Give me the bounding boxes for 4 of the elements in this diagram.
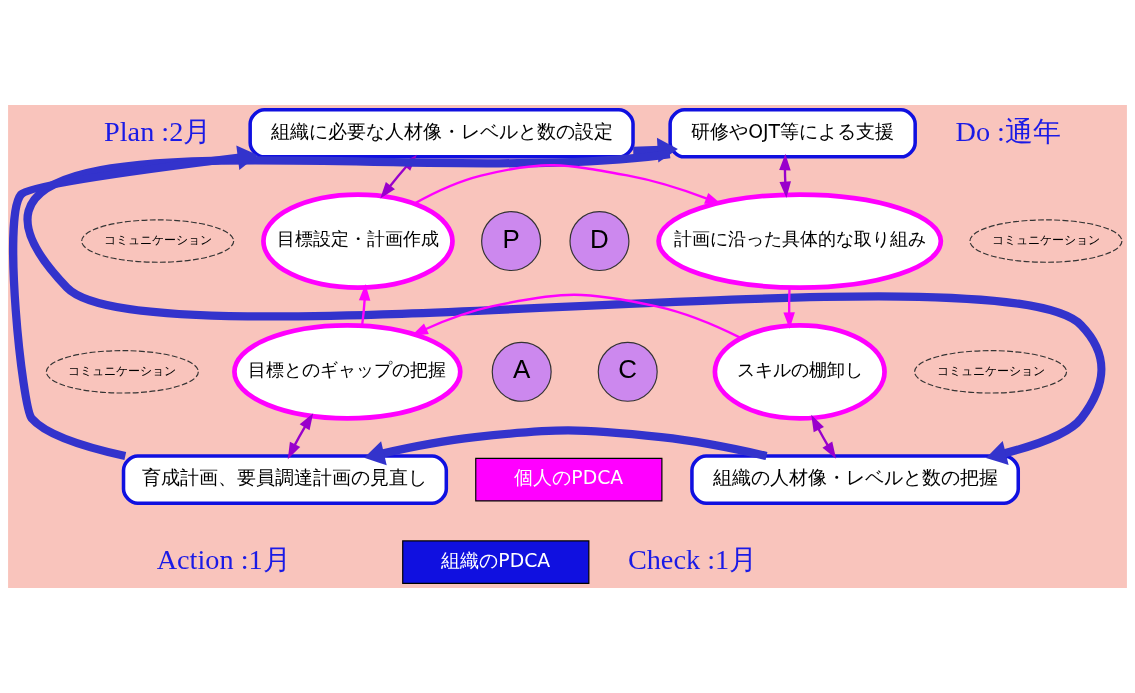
label: Check :1月: [627, 544, 758, 576]
label: Plan :2月: [104, 115, 212, 147]
label: Do :通年: [955, 115, 1061, 147]
label: Action :1月: [156, 544, 291, 576]
